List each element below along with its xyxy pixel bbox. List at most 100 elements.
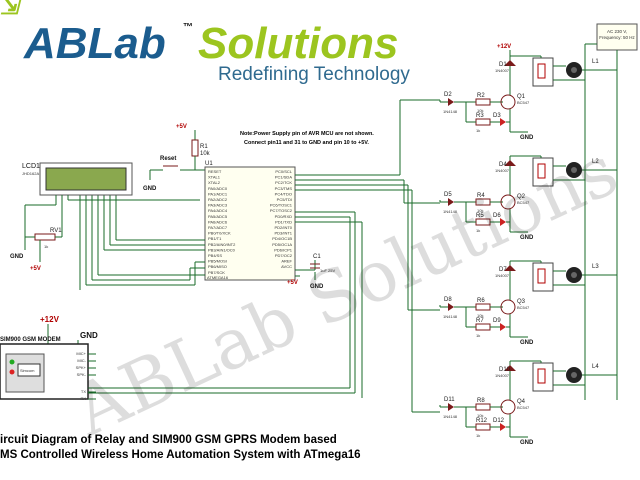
cap-c1: C1 1uF 25V GND +5V bbox=[287, 254, 335, 290]
led-icon bbox=[500, 218, 506, 226]
mcu-right-pin-label: PC2/TCK bbox=[275, 180, 292, 185]
avcc-vcc-label: +5V bbox=[287, 280, 298, 286]
load-ref: L4 bbox=[592, 364, 599, 370]
led-icon bbox=[500, 118, 506, 126]
flyback-diode-part: 1N4007 bbox=[495, 373, 510, 378]
channel-gnd-label: GND bbox=[520, 135, 534, 141]
gsm-vcc-label: +12V bbox=[40, 315, 60, 324]
lcd-screen bbox=[45, 167, 127, 191]
mcu-body bbox=[204, 166, 296, 281]
mcu-left-pin-label: PA5/ADC5 bbox=[208, 214, 228, 219]
led-resistor-value: 1k bbox=[476, 228, 480, 233]
mcu-right-pin-label: PC1/SDA bbox=[275, 175, 292, 180]
mcu-right-pin-label: PC4/TDO bbox=[275, 191, 292, 196]
relay-coil-icon bbox=[537, 63, 546, 79]
transistor-part: BC547 bbox=[517, 100, 530, 105]
ac-source-line2: Frequency: 50 Hz bbox=[599, 35, 635, 40]
mcu-left-pin-label: PB4/SS bbox=[208, 253, 222, 258]
base-resistor bbox=[475, 403, 491, 411]
transistor-part: BC547 bbox=[517, 305, 530, 310]
gsm-led-green-icon bbox=[9, 359, 15, 365]
gsm-pin-label: MIC- bbox=[77, 358, 86, 363]
led-resistor bbox=[475, 323, 491, 331]
base-diode-ref: D8 bbox=[444, 297, 452, 303]
flyback-diode-icon bbox=[504, 60, 516, 66]
mcu-right-pin-label: PD4/OC1B bbox=[272, 236, 292, 241]
channel-gnd-label: GND bbox=[520, 340, 534, 346]
mcu-right-pin-label: PC6/TOSC1 bbox=[270, 203, 293, 208]
reset-circuit: +5V R1 10k Reset GND bbox=[143, 124, 211, 192]
flyback-diode-part: 1N4007 bbox=[495, 273, 510, 278]
mcu-left-pins: RESETXTAL1XTAL2PA0/ADC0PA1/ADC1PA2/ADC2P… bbox=[208, 169, 236, 275]
mcu-right-pin-label: PD2/INT0 bbox=[274, 225, 292, 230]
base-resistor-ref: R2 bbox=[477, 93, 485, 99]
relay-coil-icon bbox=[537, 268, 546, 284]
led-ref: D3 bbox=[493, 113, 501, 119]
transistor-ref: Q4 bbox=[517, 399, 526, 405]
logo-swoosh-icon: ⇲ bbox=[0, 0, 22, 19]
mcu-part: ATMEGA16 bbox=[207, 275, 229, 280]
rv1-vcc-label: +5V bbox=[30, 266, 41, 272]
mcu-left-pin-label: PB1/T1 bbox=[208, 236, 222, 241]
gsm-pin-label: SPK+ bbox=[76, 365, 87, 370]
mcu-left-pin-label: PB2/AIN0/INT2 bbox=[208, 242, 236, 247]
gsm-pin-label: TX bbox=[81, 389, 86, 394]
base-resistor-ref: R6 bbox=[477, 298, 485, 304]
flyback-diode-icon bbox=[504, 265, 516, 271]
gsm-gnd-label: GND bbox=[80, 331, 98, 340]
transistor-ref: Q3 bbox=[517, 299, 526, 305]
mcu-left-pin-label: PA4/ADC4 bbox=[208, 208, 228, 213]
r1-resistor bbox=[191, 139, 199, 157]
r1-value: 10k bbox=[200, 151, 211, 157]
mcu-right-wires bbox=[295, 99, 440, 413]
gsm-chip bbox=[17, 363, 41, 377]
transistor-icon bbox=[500, 299, 516, 315]
mcu-left-pin-label: PB3/AIN1/OC0 bbox=[208, 247, 236, 252]
transistor-part: BC547 bbox=[517, 200, 530, 205]
caption-line2: MS Controlled Wireless Home Automation S… bbox=[0, 449, 361, 461]
reset-gnd-label: GND bbox=[143, 186, 157, 192]
base-diode-icon bbox=[448, 303, 454, 311]
channel-gnd-label: GND bbox=[520, 235, 534, 241]
gsm-title: SIM900 GSM MODEM bbox=[0, 337, 61, 343]
bulb-filament-icon bbox=[571, 372, 577, 378]
bulb-filament-icon bbox=[571, 67, 577, 73]
led-resistor-ref: R12 bbox=[476, 418, 488, 424]
mcu-left-pin-label: PA1/ADC1 bbox=[208, 191, 228, 196]
transistor-ref: Q1 bbox=[517, 94, 526, 100]
channel-vcc-label: +12V bbox=[497, 44, 511, 50]
c1-gnd-label: GND bbox=[310, 284, 324, 290]
mcu-left-pin-label: XTAL1 bbox=[208, 175, 221, 180]
flyback-diode-part: 1N4007 bbox=[495, 68, 510, 73]
base-resistor-value: 10k bbox=[477, 208, 483, 213]
logo-brand-left: ABLab bbox=[23, 19, 166, 68]
lcd-ref: LCD1 bbox=[22, 163, 40, 170]
mcu-left-pin-label: RESET bbox=[208, 169, 222, 174]
transistor-icon bbox=[500, 399, 516, 415]
led-resistor-value: 1k bbox=[476, 433, 480, 438]
lcd-display: LCD1 JHD162A bbox=[22, 162, 200, 210]
rv1-gnd-label: GND bbox=[10, 254, 24, 260]
mcu-u1: U1 RESETXTAL1XTAL2PA0/ADC0PA1/ADC1PA2/AD… bbox=[204, 161, 296, 281]
led-resistor bbox=[475, 423, 491, 431]
gsm-led-red-icon bbox=[9, 369, 15, 375]
ac-source: AC 230 V, Frequency: 50 Hz bbox=[584, 23, 638, 400]
mcu-left-pin-label: XTAL2 bbox=[208, 180, 221, 185]
bulb-filament-icon bbox=[571, 272, 577, 278]
mcu-right-pin-label: PD6/ICP1 bbox=[274, 247, 293, 252]
rv1-resistor bbox=[34, 233, 56, 241]
base-resistor-value: 10k bbox=[477, 413, 483, 418]
mcu-left-pin-label: PB7/SCK bbox=[208, 270, 225, 275]
base-resistor-ref: R4 bbox=[477, 193, 485, 199]
led-ref: D6 bbox=[493, 213, 501, 219]
flyback-diode-icon bbox=[504, 365, 516, 371]
led-resistor-value: 1k bbox=[476, 333, 480, 338]
logo-brand-right: Solutions bbox=[198, 19, 398, 68]
mcu-right-pin-label: PD7/OC2 bbox=[275, 253, 293, 258]
ac-source-line1: AC 230 V, bbox=[607, 29, 627, 34]
relay-body bbox=[532, 262, 554, 292]
base-diode-ref: D5 bbox=[444, 192, 452, 198]
